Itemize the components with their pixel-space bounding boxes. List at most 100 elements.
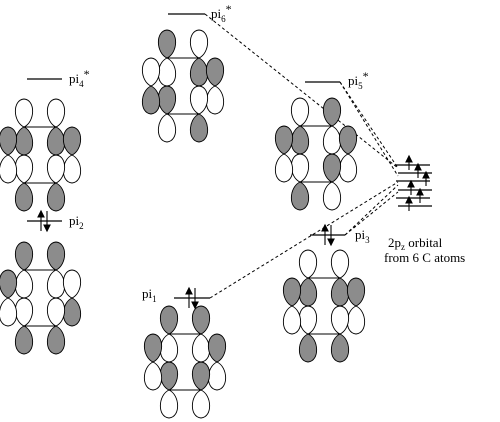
spin-up-arrowhead bbox=[422, 170, 430, 179]
pi5-label: pi5* bbox=[348, 69, 369, 91]
spin-up-arrowhead bbox=[37, 209, 45, 218]
pi3-label: pi3 bbox=[355, 227, 370, 245]
p-orbital-lobe-lower bbox=[46, 325, 66, 355]
p-orbital-lobe-upper bbox=[159, 361, 179, 391]
p-orbital-lobe-upper bbox=[207, 333, 227, 363]
p-orbital-lobe-lower bbox=[189, 113, 209, 143]
pi3-orbital-picture bbox=[282, 249, 366, 363]
p-orbital-lobe-lower bbox=[14, 182, 34, 212]
spin-up-arrowhead bbox=[407, 179, 415, 188]
pi2-label: pi2 bbox=[69, 213, 84, 231]
p-orbital-lobe-upper bbox=[191, 305, 211, 335]
spin-up-arrowhead bbox=[405, 154, 413, 163]
p-orbital-lobe-upper bbox=[0, 269, 18, 299]
p-orbital-lobe-upper bbox=[322, 153, 342, 183]
pi4-orbital-picture bbox=[0, 98, 82, 212]
p-orbital-lobe-upper bbox=[157, 29, 177, 59]
spin-down-arrowhead bbox=[43, 224, 51, 233]
p-orbital-lobe-lower bbox=[346, 305, 366, 335]
p-orbital-lobe-upper bbox=[282, 277, 302, 307]
p-orbital-lobe-upper bbox=[46, 297, 66, 327]
p-orbital-lobe-lower bbox=[282, 305, 302, 335]
p-orbital-lobe-upper bbox=[14, 154, 34, 184]
p-orbital-lobe-upper bbox=[274, 125, 294, 155]
p-orbital-lobe-upper bbox=[330, 305, 350, 335]
p-orbital-lobe-upper bbox=[62, 269, 82, 299]
p-orbital-lobe-lower bbox=[62, 297, 82, 327]
spin-up-arrowhead bbox=[414, 162, 422, 171]
p-orbital-lobe-lower bbox=[46, 182, 66, 212]
p-orbital-lobe-lower bbox=[143, 361, 163, 391]
p-orbital-lobe-lower bbox=[330, 333, 350, 363]
spin-down-arrowhead bbox=[191, 301, 199, 310]
spin-up-arrowhead bbox=[185, 286, 193, 295]
pi6-orbital-picture bbox=[141, 29, 225, 143]
p-orbital-lobe-lower bbox=[274, 153, 294, 183]
atomic-2pz-levels bbox=[396, 164, 432, 207]
pi5-orbital-picture bbox=[274, 97, 358, 211]
p-orbital-lobe-upper bbox=[346, 277, 366, 307]
p-orbital-lobe-upper bbox=[157, 85, 177, 115]
p-orbital-lobe-upper bbox=[189, 29, 209, 59]
p-orbital-lobe-upper bbox=[290, 97, 310, 127]
p-orbital-lobe-upper bbox=[290, 153, 310, 183]
atomic-orbital-label-line1: 2pz orbital bbox=[388, 235, 443, 252]
atomic-orbital-label-line2: from 6 C atoms bbox=[384, 250, 465, 265]
p-orbital-lobe-lower bbox=[189, 57, 209, 87]
p-orbital-lobe-lower bbox=[322, 181, 342, 211]
spin-up-arrowhead bbox=[405, 195, 413, 204]
pi6-label: pi6* bbox=[211, 2, 232, 24]
p-orbital-lobe-lower bbox=[330, 277, 350, 307]
p-orbital-lobe-lower bbox=[191, 389, 211, 419]
p-orbital-lobe-lower bbox=[46, 126, 66, 156]
p-orbital-lobe-lower bbox=[159, 389, 179, 419]
p-orbital-lobe-upper bbox=[298, 305, 318, 335]
p-orbital-lobe-upper bbox=[141, 57, 161, 87]
p-orbital-lobe-lower bbox=[141, 85, 161, 115]
p-orbital-lobe-lower bbox=[322, 125, 342, 155]
p-orbital-lobe-lower bbox=[159, 333, 179, 363]
p-orbital-lobe-upper bbox=[62, 126, 82, 156]
p-orbital-lobe-upper bbox=[143, 333, 163, 363]
p-orbital-lobe-upper bbox=[338, 125, 358, 155]
p-orbital-lobe-lower bbox=[0, 297, 18, 327]
spin-down-arrowhead bbox=[327, 238, 335, 247]
p-orbital-lobe-lower bbox=[290, 125, 310, 155]
spin-up-arrowhead bbox=[321, 223, 329, 232]
p-orbital-lobe-lower bbox=[205, 85, 225, 115]
electron-arrows bbox=[37, 154, 430, 310]
p-orbital-lobe-upper bbox=[46, 241, 66, 271]
p-orbital-lobe-upper bbox=[46, 154, 66, 184]
pi4-label: pi4* bbox=[69, 67, 90, 89]
p-orbital-lobe-lower bbox=[14, 325, 34, 355]
p-orbital-lobe-upper bbox=[330, 249, 350, 279]
p-orbital-lobe-upper bbox=[46, 98, 66, 128]
p-orbital-lobe-upper bbox=[14, 241, 34, 271]
p-orbital-lobe-upper bbox=[298, 249, 318, 279]
p-orbital-lobe-upper bbox=[159, 305, 179, 335]
p-orbital-lobe-lower bbox=[0, 154, 18, 184]
p-orbital-lobe-upper bbox=[0, 126, 18, 156]
p-orbital-lobe-upper bbox=[322, 97, 342, 127]
p-orbital-lobe-lower bbox=[338, 153, 358, 183]
p-orbital-lobe-upper bbox=[14, 297, 34, 327]
p-orbital-lobe-lower bbox=[191, 333, 211, 363]
p-orbital-lobe-lower bbox=[207, 361, 227, 391]
p-orbital-lobe-lower bbox=[298, 333, 318, 363]
spin-up-arrowhead bbox=[416, 187, 424, 196]
p-orbital-lobe-lower bbox=[290, 181, 310, 211]
p-orbital-lobe-upper bbox=[189, 85, 209, 115]
p-orbital-lobe-lower bbox=[157, 57, 177, 87]
pi1-label: pi1 bbox=[142, 286, 157, 304]
p-orbital-lobe-lower bbox=[46, 269, 66, 299]
p-orbital-lobe-lower bbox=[14, 269, 34, 299]
p-orbital-lobe-lower bbox=[157, 113, 177, 143]
p-orbital-lobe-upper bbox=[191, 361, 211, 391]
p-orbital-lobe-lower bbox=[62, 154, 82, 184]
pi2-orbital-picture bbox=[0, 241, 82, 355]
pi1-orbital-picture bbox=[143, 305, 227, 419]
p-orbital-lobe-upper bbox=[205, 57, 225, 87]
p-orbital-lobe-lower bbox=[298, 277, 318, 307]
p-orbital-lobe-upper bbox=[14, 98, 34, 128]
